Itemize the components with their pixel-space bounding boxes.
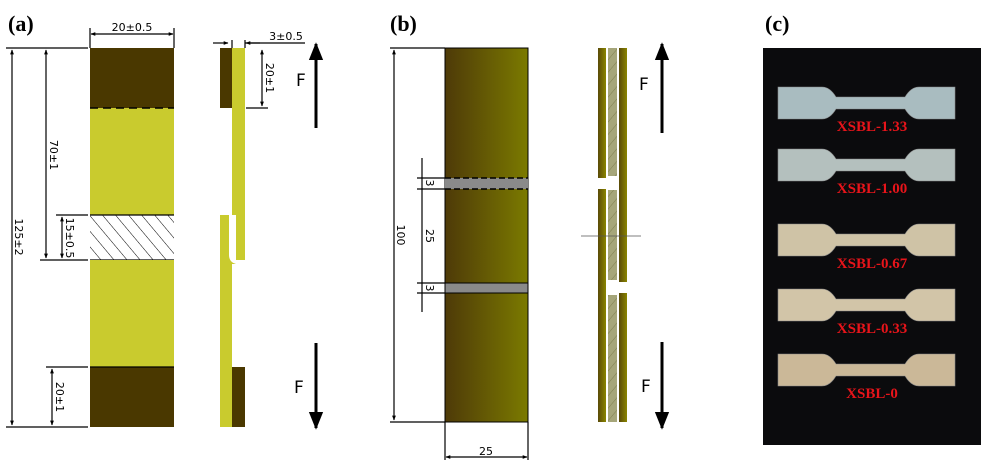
specimen-label: XSBL-1.33 — [837, 119, 907, 135]
specimen-sample — [777, 288, 956, 322]
dim-overlap: 15±0.5 — [63, 218, 76, 259]
dim-width: 25 — [479, 445, 493, 458]
panel-c: (c) XSBL-1.33XSBL-1.00XSBL-0.67XSBL-0.33… — [763, 11, 981, 445]
dim-total-length: 125±2 — [12, 218, 25, 255]
specimen-sample — [777, 223, 956, 257]
force-label-top: F — [639, 75, 649, 95]
specimen-label: XSBL-0 — [846, 386, 898, 402]
dim-grip-bottom: 20±1 — [53, 382, 66, 412]
dim-spacing: 25 — [423, 229, 436, 243]
specimen-label: XSBL-1.00 — [837, 181, 907, 197]
force-label-bottom: F — [294, 378, 304, 398]
front-view-specimen — [90, 48, 174, 427]
specimen-sample — [777, 148, 956, 182]
specimen-sample — [777, 86, 956, 120]
panel-b-label: (b) — [390, 11, 417, 36]
dim-gap-bottom: 3 — [423, 285, 436, 292]
panel-b: (b) 100 3 25 3 25 F — [390, 11, 670, 460]
panel-c-label: (c) — [765, 11, 789, 36]
dim-to-overlap: 70±1 — [47, 140, 60, 170]
side-view-specimen — [581, 48, 641, 422]
force-label-top: F — [296, 71, 306, 91]
force-label-bottom: F — [641, 377, 651, 397]
panel-a-label: (a) — [8, 11, 34, 36]
dim-thickness: 3±0.5 — [269, 30, 303, 43]
dim-gap-top: 3 — [423, 180, 436, 187]
dim-width: 20±0.5 — [112, 21, 153, 34]
side-view-specimen — [220, 48, 245, 427]
dim-grip-top: 20±1 — [263, 63, 276, 93]
dim-length: 100 — [394, 225, 407, 246]
front-view-specimen — [444, 47, 529, 423]
specimen-label: XSBL-0.67 — [837, 256, 908, 272]
specimen-sample — [777, 353, 956, 387]
panel-a: (a) 20±0.5 125±2 70±1 15±0.5 20±1 — [6, 11, 324, 430]
specimen-label: XSBL-0.33 — [837, 321, 907, 337]
